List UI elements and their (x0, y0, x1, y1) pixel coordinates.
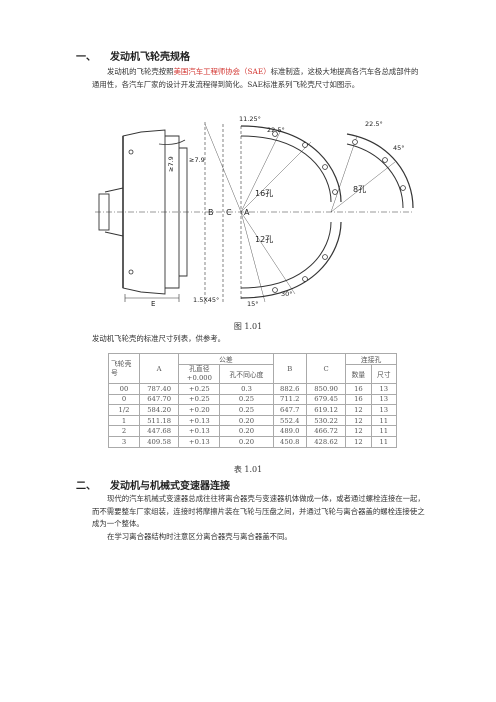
section1-para-post: 标准制造，这极大地提高各汽车各总成部件的通用性，各汽车厂家的设计开发流程得到简化… (92, 67, 419, 89)
label-c: C (226, 208, 232, 217)
table-header-b: B (272, 353, 307, 384)
label-holes-8: 8孔 (353, 185, 366, 194)
table-header-row: 飞轮壳号 A 公差 B C 连接孔 (108, 353, 397, 384)
label-angle-30: 30° (281, 290, 293, 298)
label-angle-22-5-right: 22.5° (365, 120, 383, 128)
spec-table: 飞轮壳号 A 公差 B C 连接孔 孔直径+0.000 孔不同心度 数量 尺寸 … (108, 353, 398, 448)
table-subheader-concentricity: 孔不同心度 (219, 364, 274, 384)
label-dim-7-9-b: ≥7.9 (189, 156, 205, 164)
label-angle-22-5-top: 22.5° (267, 126, 285, 134)
label-dim-7-9-a: ≥7.9 (167, 156, 175, 172)
section2-heading: 二、 发动机与机械式变速器连接 (76, 477, 230, 492)
label-holes-16: 16孔 (255, 189, 273, 198)
drawing-upper-arc-outer (240, 125, 342, 203)
section1-heading: 一、 发动机飞轮壳规格 (76, 48, 190, 63)
label-chamfer: 1.5X45° (193, 296, 219, 304)
flywheel-housing-drawing: 11.25° 22.5° 22.5° 45° ≥7.9 ≥7.9 16孔 8孔 … (95, 115, 414, 308)
label-angle-11-25: 11.25° (239, 115, 261, 123)
section2-number: 二、 (76, 481, 96, 492)
table-subheader-bore: 孔直径+0.000 (178, 364, 221, 384)
label-e: E (151, 300, 155, 308)
drawing-right-arc-outer (346, 133, 414, 209)
table-header-a: A (138, 353, 180, 384)
section1-title: 发动机飞轮壳规格 (110, 52, 190, 63)
label-b: B (208, 208, 214, 217)
label-a: A (244, 208, 250, 217)
table-header-tolerance: 公差 (178, 353, 274, 365)
table-caption: 表 1.01 (233, 465, 263, 474)
figure-caption: 图 1.01 (233, 322, 263, 331)
table-subheader-count: 数量 (345, 364, 372, 384)
section2-paragraph-1: 现代的汽车机械式变速器总成往往将离合器壳与变速器机体做成一体，或者通过螺栓连接在… (92, 494, 425, 529)
table-subheader-row: 孔直径+0.000 孔不同心度 数量 尺寸 (109, 364, 398, 384)
table-header-c: C (305, 353, 347, 384)
section2-title: 发动机与机械式变速器连接 (110, 481, 230, 492)
figure-followup-text: 发动机飞轮壳的标准尺寸列表，供参考。 (92, 334, 226, 343)
drawing-lower-arc-outer (240, 221, 342, 299)
table-header-holes: 连接孔 (345, 353, 397, 365)
sae-link-text: 美国汽车工程师协会（SAE） (173, 67, 271, 76)
table-header-number: 飞轮壳号 (108, 353, 140, 384)
label-angle-45: 45° (393, 144, 405, 152)
table-subheader-size: 尺寸 (370, 364, 398, 384)
section2-paragraph-2: 在学习离合器结构时注意区分离合器壳与离合器盖不同。 (107, 532, 292, 541)
section1-para-pre: 发动机的飞轮壳按照 (107, 67, 174, 76)
label-angle-15: 15° (247, 300, 259, 308)
section1-number: 一、 (76, 52, 96, 63)
label-holes-12: 12孔 (255, 235, 273, 244)
section1-paragraph: 发动机的飞轮壳按照美国汽车工程师协会（SAE）标准制造，这极大地提高各汽车各总成… (92, 66, 424, 91)
